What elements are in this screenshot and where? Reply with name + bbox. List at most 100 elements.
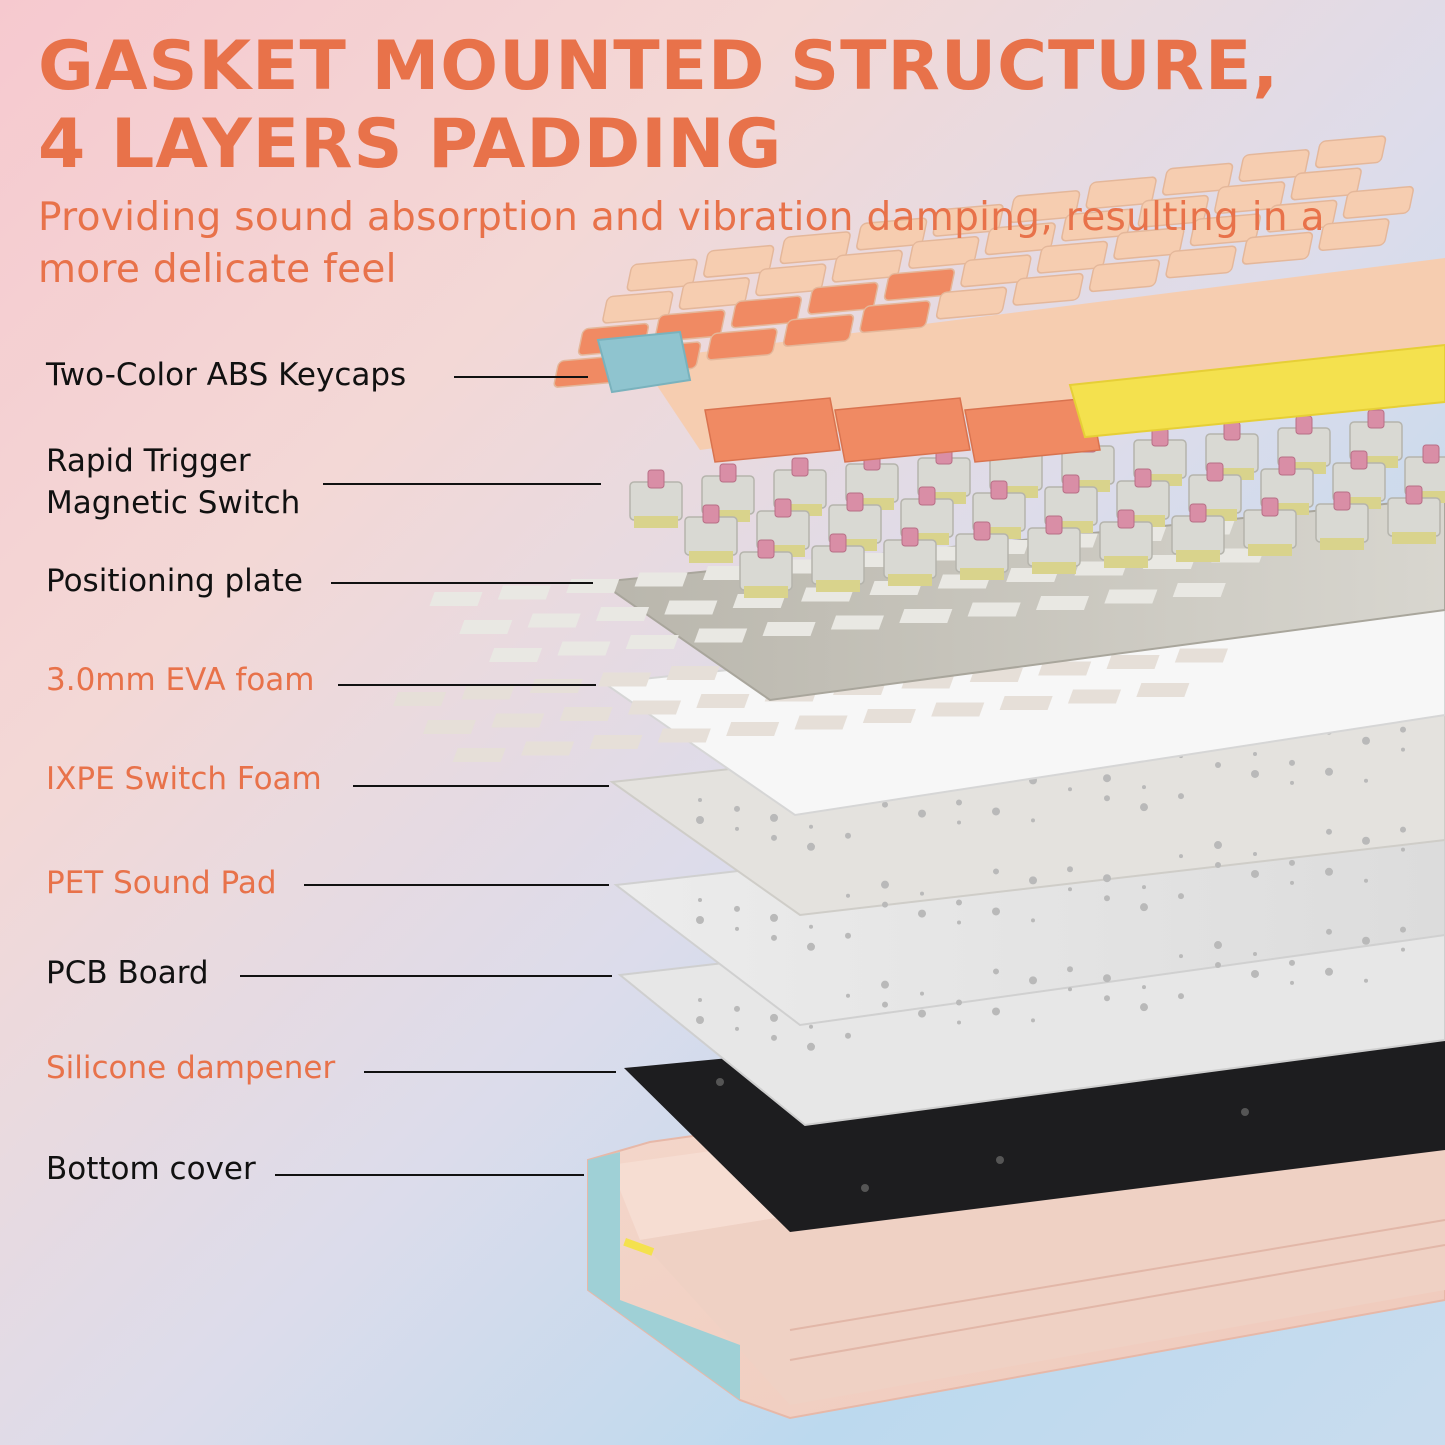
foam-hole <box>734 805 740 812</box>
foam-hole <box>845 932 851 939</box>
switch-base <box>689 551 733 563</box>
foam-hole <box>770 813 778 822</box>
foam-hole <box>1104 895 1110 902</box>
switch-base <box>1176 550 1220 562</box>
label-pet: PET Sound Pad <box>46 865 277 901</box>
keycap <box>782 313 855 347</box>
positioning-plate-layer <box>429 496 1445 702</box>
plate-cutout <box>664 600 718 615</box>
leader-eva <box>338 684 596 686</box>
foam-hole <box>845 1032 851 1039</box>
plate-cutout <box>666 666 720 680</box>
foam-hole <box>1215 962 1221 969</box>
foam-hole <box>1103 974 1111 983</box>
switch-stem <box>647 469 665 489</box>
foam-hole-pattern <box>696 726 1406 1051</box>
keycap <box>1085 176 1157 210</box>
foam-hole <box>1251 969 1259 978</box>
switch-stem <box>702 504 720 524</box>
keycap <box>1342 185 1414 219</box>
switch-stem <box>1350 450 1368 470</box>
plate-cutout <box>559 707 613 721</box>
switch-stem <box>918 486 936 506</box>
foam-hole <box>1214 941 1222 950</box>
leader-keycaps <box>454 376 588 378</box>
foam-hole <box>956 899 962 906</box>
label-silicone: Silicone dampener <box>46 1050 336 1086</box>
foam-hole <box>1029 976 1037 985</box>
foam-hole <box>735 1026 739 1031</box>
plate-cutout <box>429 592 483 606</box>
foam-hole <box>770 1013 778 1022</box>
switch-stem <box>1278 456 1296 476</box>
plate-cutout <box>830 615 884 630</box>
keycap <box>859 300 931 334</box>
foam-hole <box>1067 866 1073 873</box>
leader-plate <box>331 582 593 584</box>
plate-cutout <box>1035 596 1090 610</box>
keycap <box>703 244 775 278</box>
keycap <box>1113 227 1185 260</box>
leader-switch <box>323 483 601 485</box>
foam-hole <box>918 909 926 918</box>
headline: GASKET MOUNTED STRUCTURE, 4 LAYERS PADDI… <box>38 28 1279 184</box>
keycap <box>1165 245 1237 279</box>
switch-stem <box>1333 491 1351 511</box>
foam-hole <box>1364 878 1368 883</box>
keycap <box>1036 240 1108 274</box>
foam-hole <box>918 809 926 818</box>
foam-hole <box>956 799 962 806</box>
keycap <box>1061 208 1133 242</box>
foam-hole <box>698 798 702 802</box>
switch-base <box>1248 544 1292 556</box>
foam-hole <box>698 998 702 1002</box>
plate-cutout <box>489 648 543 662</box>
label-eva: 3.0mm EVA foam <box>46 662 315 698</box>
foam-hole <box>1326 828 1332 835</box>
foam-hole <box>1215 862 1221 869</box>
plate-cutout <box>521 741 575 756</box>
foam-hole <box>1029 876 1037 885</box>
leader-bottom <box>275 1174 584 1176</box>
foam-hole <box>1364 978 1368 983</box>
foam-hole <box>846 893 850 898</box>
foam-hole <box>1253 751 1257 756</box>
foam-hole <box>846 993 850 998</box>
label-ixpe: IXPE Switch Foam <box>46 761 322 797</box>
foam-hole <box>992 1007 1000 1016</box>
plate-cutout <box>393 692 447 706</box>
keycap <box>1189 213 1261 247</box>
foam-hole <box>1178 993 1184 1000</box>
keycap <box>1315 135 1387 169</box>
foam-hole <box>1031 1018 1035 1023</box>
foam-hole <box>992 907 1000 916</box>
switch-stem <box>1223 421 1241 441</box>
foam-hole <box>771 834 777 841</box>
plate-cutout <box>1067 689 1122 704</box>
plate-cutout <box>694 628 748 643</box>
foam-hole <box>1289 959 1295 966</box>
foam-hole <box>1104 995 1110 1002</box>
switch-stem <box>791 457 809 477</box>
keycap <box>1012 272 1084 306</box>
foam-hole <box>1253 851 1257 856</box>
keycap <box>908 235 980 269</box>
foam-hole <box>1401 947 1405 952</box>
foam-hole <box>809 924 813 929</box>
foam-hole <box>1178 893 1184 900</box>
foam-hole <box>1140 1003 1148 1012</box>
foam-hole <box>1067 966 1073 973</box>
foam-hole <box>957 820 961 825</box>
foam-hole <box>957 1020 961 1025</box>
plate-cutout <box>726 722 780 736</box>
keycap <box>1137 194 1209 228</box>
plate-cutout <box>452 748 506 762</box>
foam-hole <box>696 1016 704 1024</box>
label-bottom: Bottom cover <box>46 1151 256 1187</box>
label-switch: Rapid Trigger Magnetic Switch <box>46 443 301 521</box>
foam-hole <box>1031 818 1035 823</box>
plate-cutout <box>1136 683 1190 697</box>
leader-pcb <box>240 975 612 977</box>
switch-stem <box>1295 415 1313 435</box>
foam-hole <box>1362 936 1370 945</box>
